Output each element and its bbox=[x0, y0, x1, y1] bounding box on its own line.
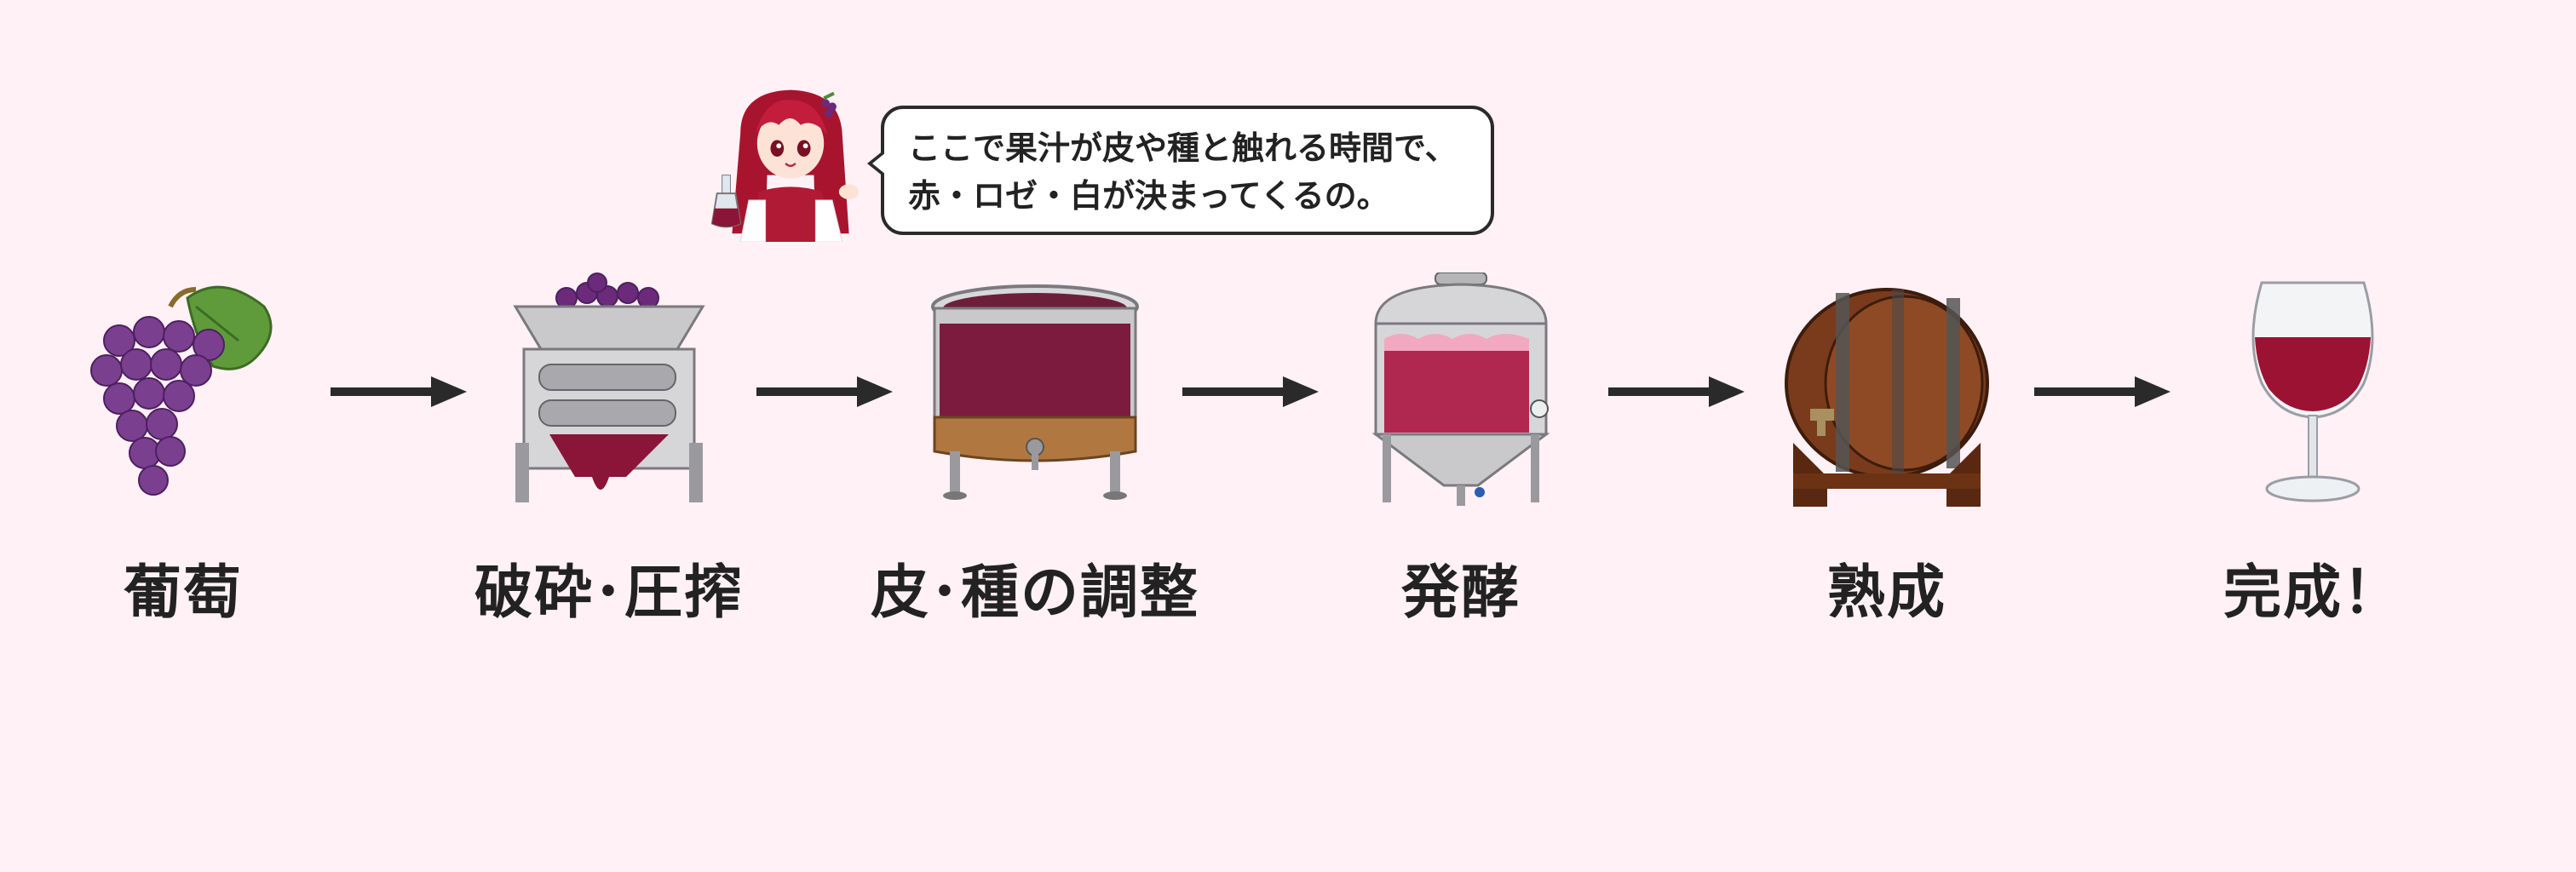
crusher-icon bbox=[513, 272, 705, 502]
arrow-icon bbox=[1182, 376, 1319, 407]
arrow-icon bbox=[1608, 376, 1745, 407]
maceration-vat-icon bbox=[931, 284, 1139, 500]
grapes-icon bbox=[90, 285, 273, 496]
step-label-maceration: 皮･種の調整 bbox=[870, 559, 1199, 627]
speech-bubble-line-1: ここで果汁が皮や種と触れる時間で、 bbox=[908, 129, 1458, 167]
character-icon bbox=[710, 89, 860, 242]
step-label-complete: 完成！ bbox=[2222, 559, 2402, 627]
wine-glass-icon bbox=[2251, 281, 2374, 502]
step-label-aging: 熟成 bbox=[1826, 559, 1946, 627]
oak-barrel-icon bbox=[1785, 288, 1989, 507]
fermentation-tank-icon bbox=[1371, 272, 1550, 506]
arrow-icon bbox=[756, 376, 893, 407]
step-label-grapes: 葡萄 bbox=[123, 559, 243, 627]
speech-bubble-line-2: 赤・ロゼ・白が決まってくるの。 bbox=[908, 177, 1389, 215]
speech-bubble: ここで果汁が皮や種と触れる時間で、 赤・ロゼ・白が決まってくるの。 bbox=[867, 106, 1494, 235]
arrow-icon bbox=[331, 376, 467, 407]
step-label-fermentation: 発酵 bbox=[1400, 559, 1521, 627]
arrow-icon bbox=[2034, 376, 2171, 407]
step-label-crushing: 破砕･圧搾 bbox=[474, 559, 744, 627]
